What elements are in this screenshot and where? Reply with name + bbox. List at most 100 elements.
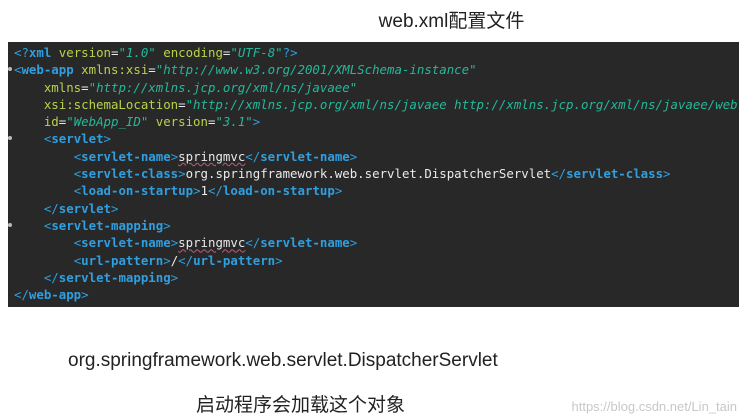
code-token: ?> bbox=[282, 45, 298, 60]
code-token: "WebApp_ID" bbox=[66, 114, 149, 130]
code-token: servlet-name bbox=[260, 148, 350, 164]
code-token: springmvc bbox=[178, 148, 246, 164]
code-token: > bbox=[110, 200, 119, 216]
code-line: <servlet-name>springmvc</servlet-name> bbox=[8, 148, 739, 165]
code-token bbox=[14, 183, 74, 198]
code-token: = bbox=[58, 114, 67, 130]
code-token: <? bbox=[14, 45, 29, 60]
code-editor: <?xml version="1.0" encoding="UTF-8"?><w… bbox=[8, 42, 739, 307]
code-token bbox=[14, 270, 44, 285]
code-token bbox=[14, 218, 44, 233]
code-token: = bbox=[148, 62, 156, 78]
code-line: <servlet-mapping> bbox=[8, 217, 739, 234]
code-token: servlet-name bbox=[81, 148, 171, 164]
code-token: url-pattern bbox=[193, 252, 276, 268]
code-token bbox=[14, 253, 74, 268]
code-token bbox=[14, 149, 74, 164]
code-line: <servlet-class>org.springframework.web.s… bbox=[8, 165, 739, 182]
code-token: > bbox=[170, 148, 179, 164]
code-line: <url-pattern>/</url-pattern> bbox=[8, 252, 739, 269]
code-token: </ bbox=[14, 287, 29, 303]
code-token: = bbox=[222, 45, 231, 60]
code-line: </servlet-mapping> bbox=[8, 269, 739, 286]
code-token: < bbox=[43, 217, 52, 233]
page-title: web.xml配置文件 bbox=[378, 11, 525, 32]
code-token: </ bbox=[551, 166, 567, 182]
code-token: xmlns bbox=[14, 79, 82, 95]
code-token: id bbox=[14, 114, 59, 130]
code-token: "3.1" bbox=[215, 114, 253, 130]
code-token: > bbox=[163, 252, 171, 268]
code-token: > bbox=[170, 269, 179, 285]
code-token: </ bbox=[43, 269, 59, 285]
code-token: version bbox=[148, 114, 208, 130]
code-token: > bbox=[334, 183, 343, 199]
code-token: servlet-name bbox=[81, 235, 171, 251]
code-token bbox=[14, 166, 74, 181]
code-token: < bbox=[73, 166, 82, 182]
code-line: </servlet> bbox=[8, 200, 739, 217]
code-token: < bbox=[73, 148, 82, 164]
code-token: servlet-mapping bbox=[51, 217, 164, 233]
caption-description: 启动程序会加载这个对象 bbox=[196, 395, 406, 416]
code-token: servlet-class bbox=[566, 166, 664, 182]
code-token: "http://xmlns.jcp.org/xml/ns/javaee" bbox=[88, 79, 358, 95]
code-token: servlet bbox=[58, 200, 111, 216]
code-token: load-on-startup bbox=[222, 183, 335, 199]
code-token bbox=[14, 201, 44, 216]
code-token: web-app bbox=[21, 62, 74, 78]
code-token: servlet-mapping bbox=[58, 269, 171, 285]
code-token: </ bbox=[208, 183, 223, 199]
code-token: servlet-class bbox=[81, 166, 179, 182]
code-token: xmlns:xsi bbox=[73, 62, 149, 78]
code-token: servlet-name bbox=[260, 235, 350, 251]
code-token: > bbox=[252, 114, 261, 130]
code-token: > bbox=[81, 287, 89, 303]
code-token: </ bbox=[43, 200, 59, 216]
code-token: encoding bbox=[155, 45, 223, 60]
code-line: <?xml version="1.0" encoding="UTF-8"?> bbox=[8, 44, 739, 61]
code-token: > bbox=[178, 166, 186, 182]
code-token: = bbox=[111, 45, 119, 60]
code-token: = bbox=[207, 114, 216, 130]
code-token: </ bbox=[245, 235, 261, 251]
code-token: = bbox=[178, 96, 186, 112]
caption-class-name: org.springframework.web.servlet.Dispatch… bbox=[68, 350, 498, 371]
code-token: > bbox=[163, 217, 171, 233]
code-line: <web-app xmlns:xsi="http://www.w3.org/20… bbox=[8, 61, 739, 78]
code-token: load-on-startup bbox=[81, 183, 194, 199]
code-token: > bbox=[349, 235, 358, 251]
code-line: </web-app> bbox=[8, 286, 739, 303]
code-token: xml bbox=[28, 45, 52, 60]
code-token: = bbox=[81, 79, 89, 95]
code-line: <servlet> bbox=[8, 130, 739, 147]
code-token: > bbox=[103, 131, 111, 147]
code-token: url-pattern bbox=[81, 252, 164, 268]
code-token: / bbox=[170, 252, 179, 268]
code-token: < bbox=[73, 183, 82, 199]
code-token: < bbox=[14, 62, 22, 78]
code-token: springmvc bbox=[178, 235, 246, 251]
code-token: 1 bbox=[200, 183, 208, 199]
code-token: > bbox=[193, 183, 201, 199]
code-line: xsi:schemaLocation="http://xmlns.jcp.org… bbox=[8, 96, 739, 113]
code-token: "http://www.w3.org/2001/XMLSchema-instan… bbox=[155, 62, 477, 78]
code-token bbox=[14, 131, 44, 146]
code-token: </ bbox=[178, 252, 194, 268]
code-token: version bbox=[51, 45, 111, 60]
code-line: <servlet-name>springmvc</servlet-name> bbox=[8, 234, 739, 251]
code-token: org.springframework.web.servlet.Dispatch… bbox=[185, 166, 552, 182]
code-token: > bbox=[170, 235, 179, 251]
code-token: < bbox=[73, 252, 82, 268]
code-token: </ bbox=[245, 148, 261, 164]
code-token: > bbox=[349, 148, 358, 164]
code-token bbox=[14, 235, 74, 250]
code-token: xsi:schemaLocation bbox=[14, 96, 179, 112]
code-token: > bbox=[275, 252, 283, 268]
code-token: "1.0" bbox=[118, 45, 156, 60]
code-line: <load-on-startup>1</load-on-startup> bbox=[8, 182, 739, 199]
code-token: < bbox=[43, 131, 52, 147]
watermark: https://blog.csdn.net/Lin_tain bbox=[571, 399, 737, 414]
code-token: "UTF-8" bbox=[230, 45, 283, 60]
code-line: xmlns="http://xmlns.jcp.org/xml/ns/javae… bbox=[8, 79, 739, 96]
